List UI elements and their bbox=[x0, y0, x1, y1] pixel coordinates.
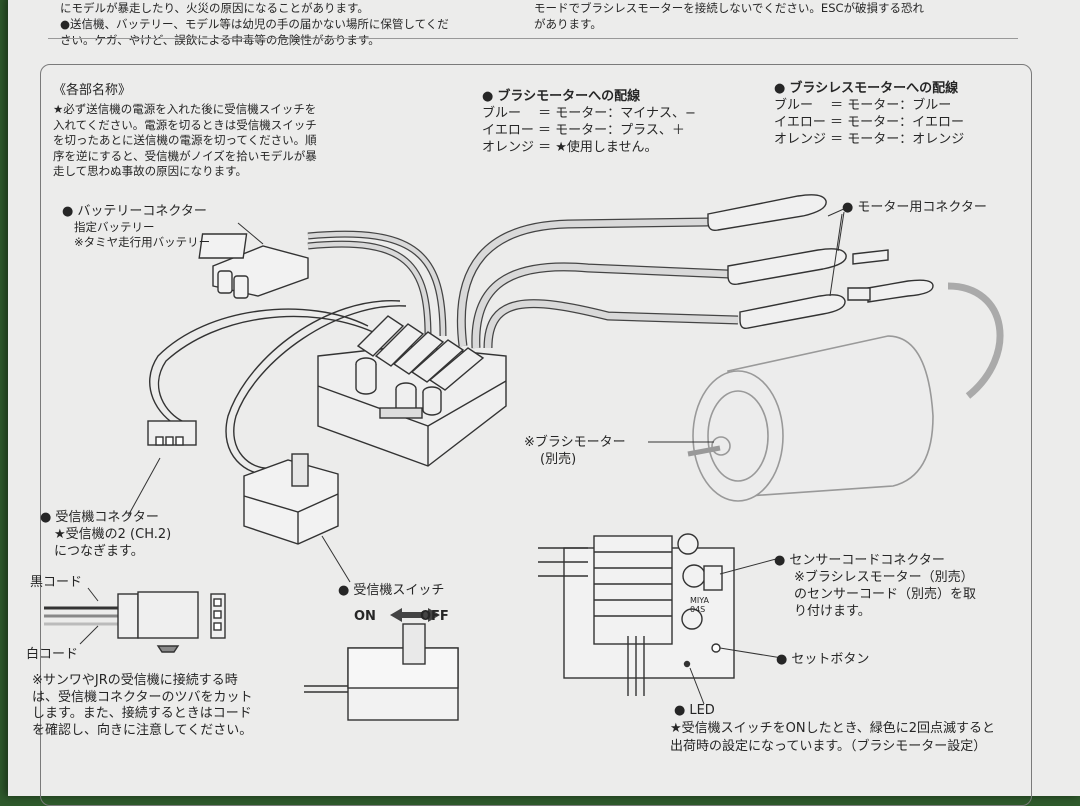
led-note-line: 出荷時の設定になっています。（ブラシモーター設定） bbox=[670, 739, 987, 754]
motor-wire-yellow-inner bbox=[472, 263, 729, 349]
receiver-connector-label: 受信機コネクター bbox=[40, 509, 158, 526]
on-label: ON bbox=[354, 609, 376, 624]
battery-wire-1 bbox=[307, 240, 432, 337]
battery-wire-2-inner bbox=[307, 231, 446, 337]
off-label: OFF bbox=[420, 609, 449, 624]
instruction-page: にモデルが暴走したり、火災の原因になることがあります。 ●送信機、バッテリー、モ… bbox=[8, 0, 1080, 806]
esc-marking: MIYA 04S bbox=[690, 596, 709, 614]
brushed-wiring-line: イエロー ＝ モーター：プラス、＋ bbox=[482, 123, 685, 138]
warning-line: モードでブラシレスモーターを接続しないでください。ESCが破損する恐れ bbox=[534, 1, 925, 15]
sanwa-note-line: を確認し、向きに注意してください。 bbox=[32, 722, 253, 738]
white-cord-label: 白コード bbox=[26, 647, 79, 662]
switch-cord bbox=[225, 300, 401, 475]
receiver-connector-sub: ★受信機の2 (CH.2) bbox=[54, 527, 172, 542]
intro-line: 序を逆にすると、受信機がノイズを拾いモデルが暴 bbox=[53, 148, 317, 163]
sensor-connector-sub: り付けます。 bbox=[794, 604, 871, 619]
battery-connector-drawing bbox=[198, 233, 309, 299]
brushed-wiring-title: ブラシモーターへの配線 bbox=[482, 88, 696, 105]
receiver-plug-drawing bbox=[147, 420, 197, 446]
section-title: 《各部名称》 bbox=[53, 83, 132, 98]
esc-marking-line: 04S bbox=[690, 605, 706, 614]
battery-connector-sub: ※タミヤ走行用バッテリー bbox=[74, 235, 211, 249]
intro-text: ★必ず送信機の電源を入れた後に受信機スイッチを 入れてください。電源を切るときは… bbox=[53, 102, 317, 180]
brushed-wiring-line: オレンジ ＝ ★使用しません。 bbox=[482, 140, 658, 155]
sensor-connector-sub: ※ブラシレスモーター（別売） bbox=[794, 570, 974, 585]
esc-marking-line: MIYA bbox=[690, 596, 709, 605]
top-left-warning: にモデルが暴走したり、火災の原因になることがあります。 ●送信機、バッテリー、モ… bbox=[60, 0, 530, 48]
cord-detail-drawing bbox=[44, 591, 226, 653]
receiver-connector-sub: につなぎます。 bbox=[54, 544, 144, 559]
sanwa-note-line: します。また、接続するときはコード bbox=[32, 706, 252, 721]
switch-cord-2 bbox=[233, 305, 407, 469]
divider bbox=[48, 38, 1018, 39]
warning-line: さい。ケガ、やけど、誤飲による中毒等の危険性があります。 bbox=[60, 33, 380, 47]
brushed-motor-sub: (別売) bbox=[540, 452, 577, 467]
receiver-switch-drawing bbox=[243, 453, 339, 545]
battery-connector-label: バッテリーコネクター bbox=[62, 203, 206, 220]
switch-detail-drawing bbox=[304, 623, 459, 721]
motor-cable bbox=[947, 282, 1004, 399]
intro-line: ★必ず送信機の電源を入れた後に受信機スイッチを bbox=[53, 102, 317, 116]
black-cord-label: 黒コード bbox=[30, 575, 83, 590]
bullet-connectors bbox=[707, 194, 934, 330]
esc-detail-drawing bbox=[538, 533, 735, 696]
wiring-diagram bbox=[44, 194, 1004, 721]
motor-drawing bbox=[687, 335, 934, 502]
set-button-label: セットボタン bbox=[776, 651, 869, 668]
battery-wire-1-inner bbox=[307, 241, 431, 337]
brushless-wiring-line: イエロー ＝ モーター：イエロー bbox=[774, 115, 965, 130]
brushed-wiring-block: ブラシモーターへの配線 ブルー ＝ モーター：マイナス、− イエロー ＝ モータ… bbox=[482, 88, 696, 156]
leader-lines bbox=[79, 207, 847, 705]
sanwa-note-line: は、受信機コネクターのツバをカット bbox=[32, 689, 253, 705]
warning-line: ●送信機、バッテリー、モデル等は幼児の手の届かない場所に保管してくだ bbox=[60, 17, 449, 31]
sanwa-note: ※サンワやJRの受信機に接続する時 は、受信機コネクターのツバをカット します。… bbox=[32, 673, 252, 739]
motor-connector-label: モーター用コネクター bbox=[842, 199, 986, 216]
sensor-connector-label: センサーコードコネクター bbox=[774, 552, 944, 569]
sanwa-note-line: ※サンワやJRの受信機に接続する時 bbox=[32, 673, 238, 688]
led-note: ★受信機スイッチをONしたとき、緑色に2回点滅すると 出荷時の設定になっています… bbox=[670, 720, 995, 756]
motor-wire-orange-inner bbox=[484, 300, 739, 349]
receiver-cord bbox=[149, 308, 369, 427]
warning-line: にモデルが暴走したり、火災の原因になることがあります。 bbox=[60, 1, 369, 15]
intro-line: を切ったあとに送信機の電源を切ってください。順 bbox=[53, 133, 317, 147]
led-note-line: ★受信機スイッチをONしたとき、緑色に2回点滅すると bbox=[670, 721, 995, 736]
brushed-wiring-line: ブルー ＝ モーター：マイナス、− bbox=[482, 106, 696, 121]
brushless-wiring-block: ブラシレスモーターへの配線 ブルー ＝ モーター：ブルー イエロー ＝ モーター… bbox=[774, 80, 964, 148]
intro-line: 走して思わぬ事故の原因になります。 bbox=[53, 164, 248, 178]
brushed-motor-label: ※ブラシモーター bbox=[524, 435, 626, 450]
intro-line: 入れてください。電源を切るときは受信機スイッチ bbox=[53, 117, 317, 132]
brushless-wiring-line: ブルー ＝ モーター：ブルー bbox=[774, 98, 952, 113]
brushless-wiring-line: オレンジ ＝ モーター：オレンジ bbox=[774, 132, 965, 147]
warning-line: があります。 bbox=[534, 17, 602, 31]
on-off-arrow-icon bbox=[390, 608, 440, 622]
motor-wire-blue-inner bbox=[458, 218, 709, 347]
esc-drawing bbox=[317, 315, 507, 467]
battery-connector-sub: 指定バッテリー bbox=[74, 220, 155, 234]
sensor-connector-sub: のセンサーコード（別売）を取 bbox=[794, 587, 977, 602]
led-label: LED bbox=[674, 702, 714, 719]
receiver-switch-label: 受信機スイッチ bbox=[338, 582, 444, 599]
top-right-warning: モードでブラシレスモーターを接続しないでください。ESCが破損する恐れ がありま… bbox=[534, 0, 1004, 32]
motor-wire-orange bbox=[483, 299, 739, 349]
brushless-wiring-title: ブラシレスモーターへの配線 bbox=[774, 80, 964, 97]
